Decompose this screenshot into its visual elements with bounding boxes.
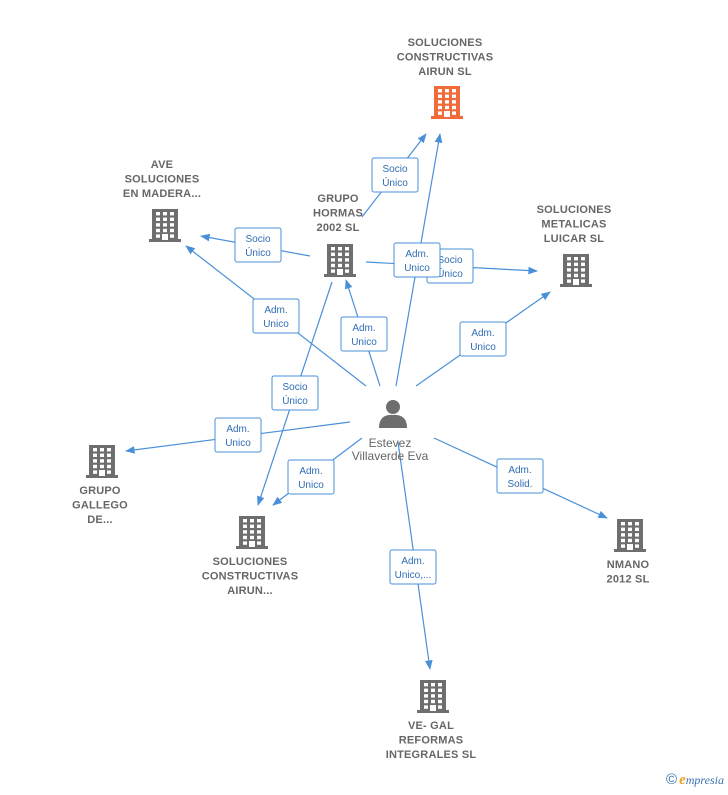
node-label-line: NMANO [607, 559, 650, 571]
node-label-line: GRUPO [317, 193, 359, 205]
relation-label-text: Unico,... [395, 570, 432, 581]
relation-label-text: Único [382, 176, 408, 189]
node-label-line: AVE [151, 159, 173, 171]
relation-label-text: Adm. [471, 328, 494, 339]
edges-layer [125, 133, 608, 670]
building-icon [236, 516, 268, 549]
node-label-line: LUICAR SL [544, 233, 605, 245]
relation-label-text: Unico [351, 337, 377, 348]
relation-label-eva-metalicas[interactable]: Adm. Unico [459, 321, 507, 357]
relation-label-text: Unico [470, 342, 496, 353]
company-node-hormas[interactable]: GRUPO HORMAS 2002 SL [313, 193, 363, 277]
node-label-line: DE... [87, 514, 112, 526]
relation-label-text: Adm. [264, 305, 287, 316]
relation-label-eva-nmano[interactable]: Adm. Solid. [496, 458, 544, 494]
company-node-metalicas[interactable]: SOLUCIONES METALICAS LUICAR SL [537, 204, 612, 287]
relation-label-box [459, 321, 507, 357]
copyright-symbol: © [666, 771, 678, 788]
node-label-line: GRUPO [79, 485, 121, 497]
company-node-sca2[interactable]: SOLUCIONES CONSTRUCTIVAS AIRUN... [202, 516, 299, 597]
relation-label-box [340, 316, 388, 352]
relation-label-box [496, 458, 544, 494]
relation-label-text: Socio [382, 164, 407, 175]
node-label-line: METALICAS [541, 219, 606, 231]
relation-label-text: Socio [437, 255, 462, 266]
node-label-line: 2012 SL [607, 574, 650, 586]
building-icon [324, 244, 356, 277]
node-label-line: REFORMAS [399, 735, 464, 747]
node-label-line: VE- GAL [408, 720, 454, 732]
node-label-line: CONSTRUCTIVAS [397, 52, 494, 64]
relation-label-box [214, 417, 262, 453]
relation-label-text: Adm. [405, 249, 428, 260]
relation-label-text: Solid. [507, 479, 532, 490]
node-label-line: GALLEGO [72, 500, 128, 512]
relation-label-text: Único [282, 394, 308, 407]
node-label-line: 2002 SL [317, 222, 360, 234]
node-label-line: CONSTRUCTIVAS [202, 571, 299, 583]
relation-label-box [287, 459, 335, 495]
relation-label-eva-sca2[interactable]: Adm. Unico [287, 459, 335, 495]
building-icon [431, 86, 463, 119]
relation-label-text: Único [437, 267, 463, 280]
relation-label-eva-hormas[interactable]: Adm. Unico [340, 316, 388, 352]
relation-label-text: Adm. [401, 556, 424, 567]
node-label-line: EN MADERA... [123, 188, 201, 200]
relation-label-eva-gallego[interactable]: Adm. Unico [214, 417, 262, 453]
relation-label-text: Adm. [508, 465, 531, 476]
relation-label-box [393, 242, 441, 278]
relation-label-eva-sca_sl[interactable]: Adm. Unico [393, 242, 441, 278]
building-icon [149, 209, 181, 242]
node-label-line: AIRUN... [227, 585, 273, 597]
node-label-line: SOLUCIONES [537, 204, 612, 216]
company-node-vegal[interactable]: VE- GAL REFORMAS INTEGRALES SL [386, 680, 477, 761]
relation-label-text: Único [245, 246, 271, 259]
relation-label-text: Unico [263, 319, 289, 330]
relation-label-text: Socio [282, 382, 307, 393]
relation-label-eva-vegal[interactable]: Adm. Unico,... [389, 549, 437, 585]
footer-brand[interactable]: ©empresia [666, 771, 724, 789]
brand-name: mpresia [685, 773, 724, 787]
node-label-line: Estevez [369, 436, 412, 450]
brand-logo-e: e [679, 772, 686, 788]
node-label-line: Villaverde Eva [352, 449, 429, 463]
building-icon [417, 680, 449, 713]
node-label-line: SOLUCIONES [408, 37, 483, 49]
company-node-nmano[interactable]: NMANO 2012 SL [607, 519, 650, 586]
building-icon [86, 445, 118, 478]
relation-label-text: Unico [298, 480, 324, 491]
company-node-ave[interactable]: AVE SOLUCIONES EN MADERA... [123, 159, 201, 242]
relation-label-box [252, 298, 300, 334]
relation-label-text: Socio [245, 234, 270, 245]
node-label-line: HORMAS [313, 208, 363, 220]
company-node-sca_sl[interactable]: SOLUCIONES CONSTRUCTIVAS AIRUN SL [397, 37, 494, 119]
relation-label-text: Adm. [352, 323, 375, 334]
node-label-line: INTEGRALES SL [386, 749, 477, 761]
nodes-layer: SOLUCIONES CONSTRUCTIVAS AIRUN SL AVE SOLUCI… [72, 37, 649, 761]
relation-label-box [271, 375, 319, 411]
relation-label-text: Adm. [299, 466, 322, 477]
relation-label-eva-ave[interactable]: Adm. Unico [252, 298, 300, 334]
relation-label-text: Adm. [226, 424, 249, 435]
company-node-gallego[interactable]: GRUPO GALLEGO DE... [72, 445, 128, 526]
relation-label-box [234, 227, 282, 263]
relation-label-text: Unico [225, 438, 251, 449]
node-label-line: SOLUCIONES [213, 556, 288, 568]
relation-label-text: Unico [404, 263, 430, 274]
relation-label-box [371, 157, 419, 193]
building-icon [560, 254, 592, 287]
person-icon [379, 400, 407, 428]
building-icon [614, 519, 646, 552]
relation-label-box [389, 549, 437, 585]
node-label-line: SOLUCIONES [125, 174, 200, 186]
node-label-line: AIRUN SL [418, 66, 472, 78]
